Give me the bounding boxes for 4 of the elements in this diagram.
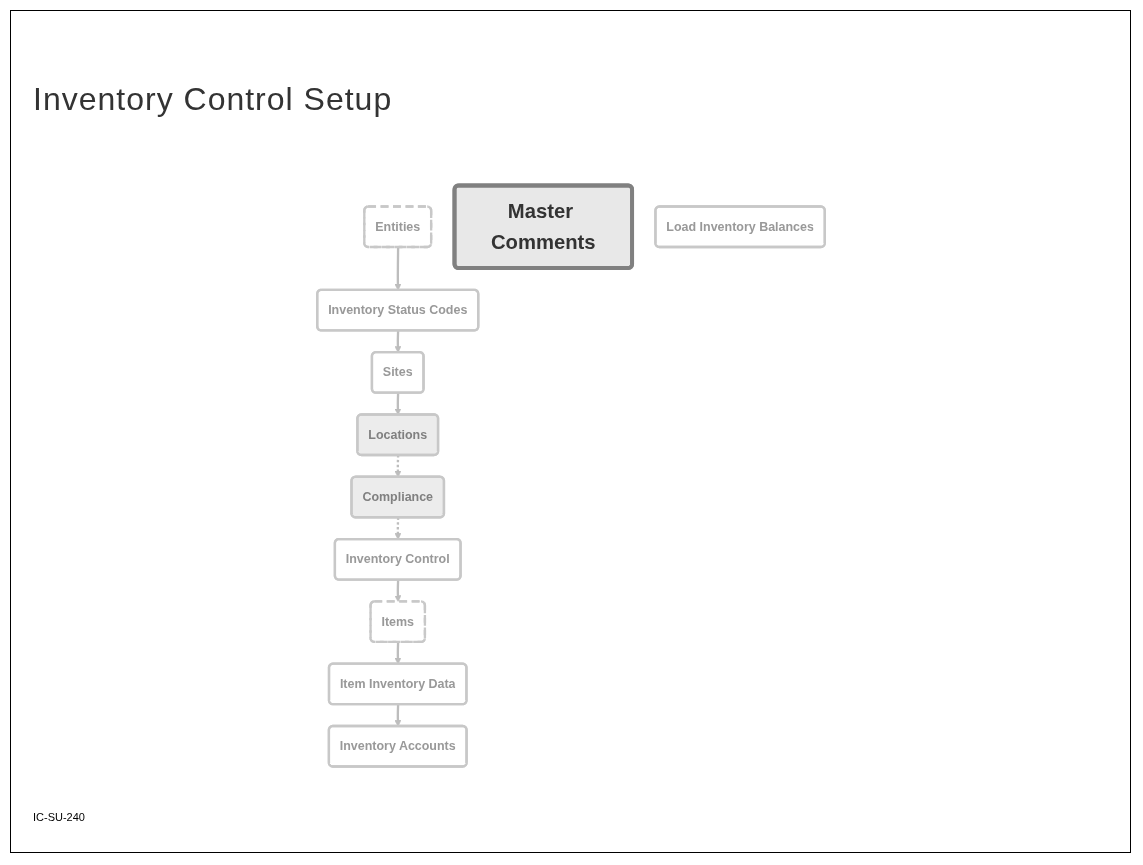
diagram-title: Inventory Control Setup: [33, 81, 393, 118]
slide-code: IC-SU-240: [33, 811, 85, 823]
arrow: [394, 330, 402, 353]
arrow: [394, 704, 402, 727]
